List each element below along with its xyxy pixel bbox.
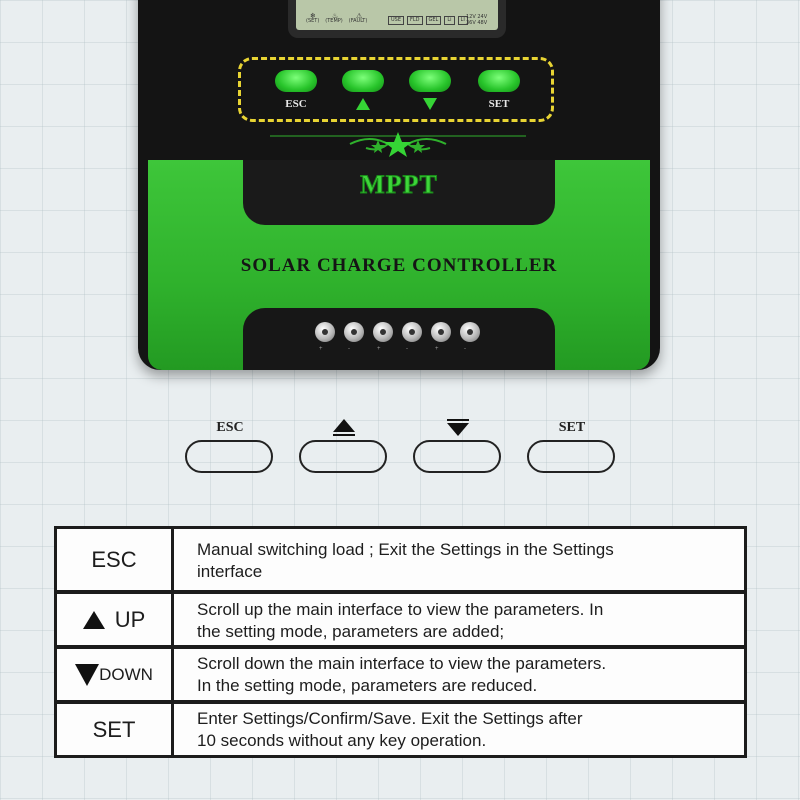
terminal-screw xyxy=(315,322,335,342)
device-esc-button[interactable] xyxy=(275,70,317,92)
description-line: interface xyxy=(197,562,263,581)
lcd-voltage-line: 36V 48V xyxy=(466,20,488,26)
device-set-label: SET xyxy=(488,98,510,110)
terminal-label: + xyxy=(319,346,323,352)
button-function-table: ESC Manual switching load ; Exit the Set… xyxy=(54,526,747,758)
terminal-screw xyxy=(402,322,422,342)
lcd-label-temp: (TEMP) xyxy=(325,18,343,24)
table-key: DOWN xyxy=(57,649,171,700)
lcd-screen: ❄ ♨ ⚠ (SET) (TEMP) (FAULT) USE FLD GEL L… xyxy=(296,0,498,30)
column-divider xyxy=(171,704,174,755)
lcd-frame: ❄ ♨ ⚠ (SET) (TEMP) (FAULT) USE FLD GEL L… xyxy=(288,0,506,38)
warning-icon: ⚠ xyxy=(356,12,363,20)
terminal-label: - xyxy=(406,346,408,352)
triangle-down-icon xyxy=(423,98,437,110)
description-line: Scroll up the main interface to view the… xyxy=(197,600,604,619)
terminal-screw xyxy=(373,322,393,342)
description-line: Enter Settings/Confirm/Save. Exit the Se… xyxy=(197,709,583,728)
device-up-button[interactable] xyxy=(342,70,384,92)
lcd-battery-types: USE FLD GEL Li LI xyxy=(388,16,468,25)
row-divider xyxy=(57,700,744,704)
table-key-text: UP xyxy=(114,606,146,632)
terminal-label: + xyxy=(377,346,381,352)
lcd-voltage: 12V 24V 36V 48V xyxy=(466,14,487,26)
description-line: In the setting mode, parameters are redu… xyxy=(197,676,538,695)
triangle-up-icon xyxy=(82,610,105,629)
column-divider xyxy=(171,649,174,700)
column-divider xyxy=(171,529,174,590)
description-line: Scroll down the main interface to view t… xyxy=(197,654,607,673)
terminal-label: + xyxy=(435,346,439,352)
triangle-down-line-icon xyxy=(447,419,469,436)
terminal-screw xyxy=(431,322,451,342)
device-down-button[interactable] xyxy=(409,70,451,92)
ornament-flourish-icon xyxy=(270,132,526,157)
table-row: UP Scroll up the main interface to view … xyxy=(57,594,744,645)
table-row: DOWN Scroll down the main interface to v… xyxy=(57,649,744,700)
terminal-screw xyxy=(344,322,364,342)
device-subtitle: SOLAR CHARGE CONTROLLER xyxy=(240,255,558,276)
table-description: Scroll down the main interface to view t… xyxy=(197,653,727,697)
description-line: the setting mode, parameters are added; xyxy=(197,622,505,641)
table-key: UP xyxy=(57,594,171,645)
lcd-box: LI xyxy=(457,16,468,25)
lcd-labels: (SET) (TEMP) (FAULT) xyxy=(306,18,367,24)
table-description: Enter Settings/Confirm/Save. Exit the Se… xyxy=(197,708,727,752)
device-down-label xyxy=(400,98,460,113)
button-highlight-frame xyxy=(238,57,554,122)
triangle-up-line-icon xyxy=(333,419,355,436)
panel-notch xyxy=(243,160,555,225)
table-key: SET xyxy=(92,716,136,742)
description-line: Manual switching load ; Exit the Setting… xyxy=(197,540,614,559)
lcd-label-set: (SET) xyxy=(306,18,320,24)
triangle-up-icon xyxy=(356,98,370,110)
lcd-box: Li xyxy=(444,16,455,25)
lcd-box: GEL xyxy=(425,16,442,25)
terminal-label: - xyxy=(464,346,466,352)
lcd-box: FLD xyxy=(407,16,423,25)
table-key: ESC xyxy=(91,546,137,572)
triangle-down-icon xyxy=(75,663,100,686)
column-divider xyxy=(171,594,174,645)
device-set-button[interactable] xyxy=(478,70,520,92)
row-divider xyxy=(57,590,744,594)
esc-button-label: ESC xyxy=(216,420,244,435)
table-description: Scroll up the main interface to view the… xyxy=(197,599,727,643)
thermometer-icon: ♨ xyxy=(332,12,339,20)
terminal-label: - xyxy=(348,346,350,352)
device-esc-label: ESC xyxy=(285,98,307,110)
lcd-box: USE xyxy=(388,16,404,25)
set-button-outline[interactable] xyxy=(527,440,615,473)
table-key-text: DOWN xyxy=(99,664,153,684)
lcd-voltage-line: 12V 24V xyxy=(466,14,488,20)
table-description: Manual switching load ; Exit the Setting… xyxy=(197,539,727,583)
down-button-outline[interactable] xyxy=(413,440,501,473)
table-row: ESC Manual switching load ; Exit the Set… xyxy=(57,529,744,590)
esc-button-outline[interactable] xyxy=(185,440,273,473)
row-divider xyxy=(57,645,744,649)
mppt-logo: MPPT xyxy=(360,170,438,200)
description-line: 10 seconds without any key operation. xyxy=(197,731,487,750)
snowflake-icon: ❄ xyxy=(310,12,316,20)
up-button-outline[interactable] xyxy=(299,440,387,473)
terminal-block: + - + - + - xyxy=(243,308,555,370)
table-row: SET Enter Settings/Confirm/Save. Exit th… xyxy=(57,704,744,755)
device-up-label xyxy=(333,98,393,113)
solar-charge-controller: ❄ ♨ ⚠ (SET) (TEMP) (FAULT) USE FLD GEL L… xyxy=(138,0,660,370)
set-button-label: SET xyxy=(558,420,586,435)
terminal-screw xyxy=(460,322,480,342)
lcd-label-fault: (FAULT) xyxy=(348,18,368,24)
